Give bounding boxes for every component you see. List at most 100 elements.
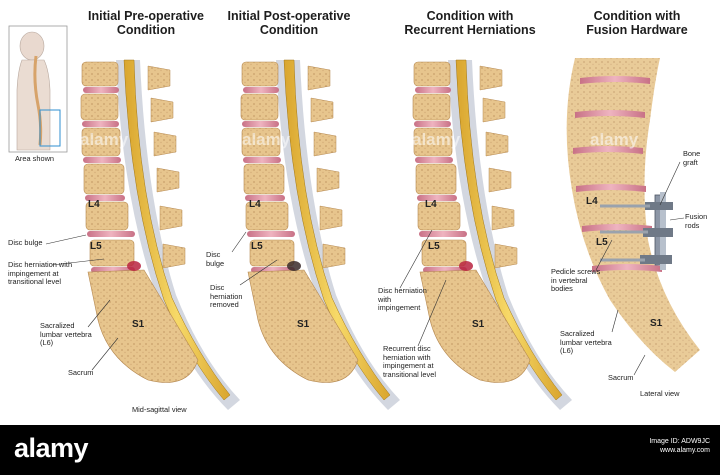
disc xyxy=(417,195,457,201)
disc xyxy=(83,157,121,163)
spinous-process xyxy=(313,131,337,157)
spinous-process xyxy=(156,167,180,193)
watermark: alamy xyxy=(412,130,461,149)
disc xyxy=(82,121,119,127)
disc xyxy=(83,87,119,93)
vertebral-body xyxy=(85,201,129,231)
panel-3-l5-label: L5 xyxy=(428,241,440,252)
sacralized-label: Sacralized lumbar vertebra (L6) xyxy=(40,321,92,348)
mid-sagittal-label: Mid-sagittal view xyxy=(132,405,187,414)
spinal-cord xyxy=(283,59,391,401)
lateral-disc xyxy=(576,184,646,192)
panel-4-l4-label: L4 xyxy=(586,196,598,207)
spinous-process xyxy=(319,205,343,231)
watermark: alamy xyxy=(590,130,639,149)
spinous-process xyxy=(162,243,186,269)
herniation-removed-label: Disc herniation removed xyxy=(210,283,243,310)
fusion-rods-label: Fusion rods xyxy=(685,212,708,230)
recurrent-label: Recurrent disc herniation with impingeme… xyxy=(383,344,436,379)
spine-illustration xyxy=(8,25,700,410)
sacrum-bone xyxy=(419,269,531,383)
panel-1-l4-label: L4 xyxy=(88,199,100,210)
watermark: alamy xyxy=(80,130,129,149)
lateral-disc xyxy=(575,110,645,118)
spinous-process xyxy=(494,243,518,269)
disc xyxy=(414,121,451,127)
fusion-hardware xyxy=(600,192,673,270)
vertebral-body xyxy=(83,163,125,195)
inset-figure xyxy=(8,25,68,153)
lateral-disc xyxy=(592,264,662,272)
panel-4-l5-label: L5 xyxy=(596,237,608,248)
inset-caption: Area shown xyxy=(15,154,55,163)
vertebral-body xyxy=(413,61,451,87)
spinous-process xyxy=(322,243,346,269)
sacrum-label: Sacrum xyxy=(68,368,94,377)
vertebral-body xyxy=(241,127,281,157)
spinous-process xyxy=(491,205,515,231)
vertebral-body xyxy=(249,239,295,267)
pedicle-screws-label: Pedicle screws in vertebral bodies xyxy=(551,267,601,294)
panel-4-s1-label: S1 xyxy=(650,318,663,329)
panel-2-l5-label: L5 xyxy=(251,241,263,252)
disc xyxy=(87,231,135,237)
vertebral-body xyxy=(421,239,467,267)
disc xyxy=(415,87,451,93)
disc xyxy=(243,157,281,163)
spinous-process xyxy=(488,167,512,193)
panel-1-s1-label: S1 xyxy=(132,319,145,330)
disc xyxy=(85,195,125,201)
disc xyxy=(242,121,279,127)
herniation xyxy=(287,261,301,271)
herniation-label: Disc herniation with impingement at tran… xyxy=(8,260,73,287)
sacrum-bone xyxy=(247,269,359,383)
bone-graft-label: Bone graft xyxy=(683,149,701,167)
panel-2-s1-label: S1 xyxy=(297,319,310,330)
panel-2-disc-bulge-label: Disc bulge xyxy=(206,250,225,268)
leader-lines xyxy=(45,161,685,376)
panel-4-sacrum-label: Sacrum xyxy=(608,373,634,382)
herniation xyxy=(459,261,473,271)
spinous-process xyxy=(307,65,331,91)
spinous-process xyxy=(153,131,177,157)
lateral-view-label: Lateral view xyxy=(640,389,680,398)
disc-bulge-label: Disc bulge xyxy=(8,238,43,247)
spinous-process xyxy=(482,97,506,123)
spinous-process xyxy=(310,97,334,123)
spinous-process xyxy=(479,65,503,91)
image-id: Image ID: ADW9JC www.alamy.com xyxy=(649,438,710,454)
spinous-process xyxy=(485,131,509,157)
sagittal-spine-1 xyxy=(80,59,240,410)
vertebral-body xyxy=(413,127,453,157)
vertebral-body xyxy=(243,163,285,195)
vertebral-body xyxy=(417,201,461,231)
footer-bar xyxy=(0,425,720,475)
spinous-process xyxy=(150,97,174,123)
vertebral-body xyxy=(412,93,451,121)
spinal-cord xyxy=(123,59,231,401)
vertebral-body xyxy=(240,93,279,121)
vertebral-body xyxy=(245,201,289,231)
vertebral-body xyxy=(415,163,457,195)
lateral-disc xyxy=(580,76,650,84)
disc xyxy=(415,157,453,163)
lateral-disc xyxy=(573,146,643,154)
spinous-process xyxy=(147,65,171,91)
sagittal-spine-3 xyxy=(412,59,572,410)
disc xyxy=(245,195,285,201)
panel-4-sacralized-label: Sacralized lumbar vertebra (L6) xyxy=(560,329,612,356)
vertebral-body xyxy=(241,61,279,87)
lateral-spine xyxy=(566,58,700,372)
sagittal-spine-2 xyxy=(240,59,400,410)
spinous-process xyxy=(316,167,340,193)
vertebral-body xyxy=(81,127,121,157)
impingement-label: Disc herniation with impingement xyxy=(378,286,427,313)
spinal-cord xyxy=(455,59,563,401)
disc xyxy=(247,231,295,237)
panel-3-l4-label: L4 xyxy=(425,199,437,210)
panel-2-l4-label: L4 xyxy=(249,199,261,210)
panel-1-l5-label: L5 xyxy=(90,241,102,252)
